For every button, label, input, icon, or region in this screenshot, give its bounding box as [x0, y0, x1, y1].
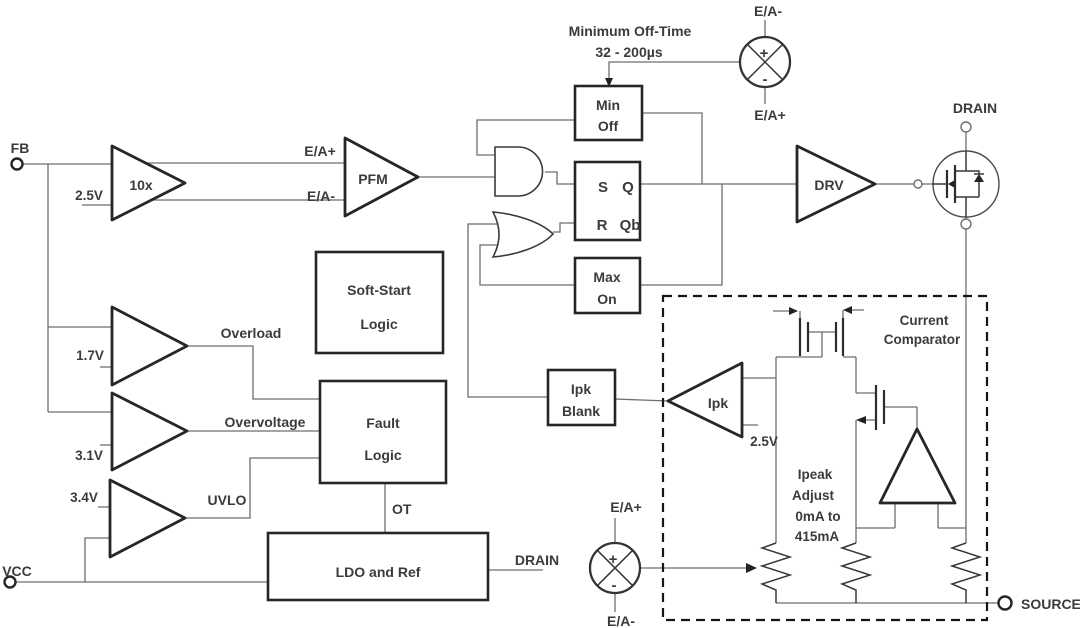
gain-amp-label: 10x [129, 177, 153, 193]
mirror-left-arrowhead-icon [789, 307, 798, 315]
ldo-and-ref-box [266, 531, 490, 602]
or-gate-icon [491, 211, 555, 258]
nmos-arrowhead-icon [856, 416, 866, 424]
gate-node-icon [913, 179, 923, 189]
overvoltage-label: Overvoltage [225, 414, 306, 430]
drain-top-label: DRAIN [953, 100, 997, 116]
ipk-comparator-symbol [666, 361, 744, 439]
power-mosfet-symbol [932, 121, 1000, 230]
ipk-blank-label-1: Ipk [571, 381, 591, 397]
current-comparator-symbol [878, 427, 957, 505]
ipk-blank-label-2: Blank [562, 403, 600, 419]
and-gate-icon [494, 146, 544, 197]
wire-network [16, 20, 998, 612]
min-off-arrowhead-icon [605, 78, 613, 87]
resistor-sense-right-icon [949, 542, 983, 603]
ipeak-adjust-label-3: 0mA to [795, 509, 840, 524]
min-off-label-1: Min [596, 97, 620, 113]
sum-bottom-minus-sign: - [612, 577, 617, 594]
max-on-label-1: Max [593, 269, 620, 285]
min-off-label-2: Off [598, 118, 619, 134]
soft-start-logic-box [314, 250, 445, 355]
soft-start-label-1: Soft-Start [347, 282, 411, 298]
ipeak-adjust-arrowhead-icon [746, 563, 757, 573]
min-off-box [573, 84, 644, 142]
sum-top-ea-minus-label: E/A- [754, 3, 782, 19]
ipeak-adjust-label-4: 415mA [795, 529, 840, 544]
uvlo-label: UVLO [208, 492, 247, 508]
latch-q-label: Q [622, 179, 634, 196]
overvoltage-comparator-symbol [110, 391, 189, 472]
ea-minus-label: E/A- [307, 188, 335, 204]
overload-comparator-symbol [110, 305, 189, 387]
drv-label: DRV [814, 177, 844, 193]
vcc-pin [3, 575, 17, 589]
overload-ref-label: 1.7V [76, 348, 104, 363]
ipk-amp-label: Ipk [708, 395, 728, 411]
gain-amp-symbol [110, 144, 187, 222]
sum-top-minus-sign: - [763, 71, 768, 88]
current-comparator-label-2: Comparator [884, 332, 961, 347]
overvoltage-ref-label: 3.1V [75, 448, 103, 463]
pfm-comparator-symbol [343, 136, 420, 218]
resistor-ipeak-adjust-icon [759, 542, 793, 603]
sum-top-ea-plus-label: E/A+ [754, 107, 786, 123]
uvlo-ref-label: 3.4V [70, 490, 98, 505]
ipeak-adjust-label-1: Ipeak [798, 467, 833, 482]
ea-plus-label: E/A+ [304, 143, 336, 159]
ldo-label: LDO and Ref [336, 564, 421, 580]
fb-pin [10, 157, 24, 171]
sum-bottom-ea-minus-label: E/A- [607, 613, 635, 628]
sum-junction-top-icon [738, 35, 792, 89]
current-comparator-label-1: Current [900, 313, 949, 328]
ipk-ref-label: 2.5V [750, 434, 778, 449]
fault-label-2: Logic [364, 447, 402, 463]
max-on-label-2: On [597, 291, 616, 307]
source-pin-label: SOURCE [1021, 596, 1080, 612]
fb-pin-label: FB [11, 140, 30, 156]
sum-top-plus-sign: + [760, 45, 769, 62]
fault-label-1: Fault [366, 415, 400, 431]
min-off-time-line1: Minimum Off-Time [569, 23, 692, 39]
uvlo-comparator-symbol [108, 478, 187, 559]
latch-s-label: S [598, 179, 608, 196]
ipeak-adjust-label-2: Adjust [792, 488, 835, 503]
sr-latch-box [573, 160, 642, 242]
vcc-pin-label: VCC [2, 563, 32, 579]
soft-start-label-2: Logic [360, 316, 398, 332]
current-comparator-region [661, 294, 989, 622]
sum-junction-bottom-icon [588, 541, 642, 595]
latch-r-label: R [597, 217, 608, 234]
mirror-right-arrowhead-icon [843, 306, 852, 314]
sum-bottom-plus-sign: + [609, 551, 618, 568]
ot-label: OT [392, 501, 412, 517]
transistor-plates-icon [798, 318, 886, 430]
overload-label: Overload [221, 325, 282, 341]
pfm-label: PFM [358, 171, 388, 187]
min-off-time-line2: 32 - 200µs [595, 44, 662, 60]
drv-buffer-symbol [795, 144, 877, 224]
fault-logic-box [318, 379, 448, 485]
sum-bottom-ea-plus-label: E/A+ [610, 499, 642, 515]
fb-ref-label: 2.5V [75, 188, 103, 203]
latch-qb-label: Qb [620, 217, 641, 234]
max-on-box [573, 256, 642, 315]
resistor-sense-left-icon [839, 542, 873, 603]
ipk-blank-box [546, 368, 617, 427]
drain-stub-label: DRAIN [515, 552, 559, 568]
source-pin [997, 595, 1013, 611]
